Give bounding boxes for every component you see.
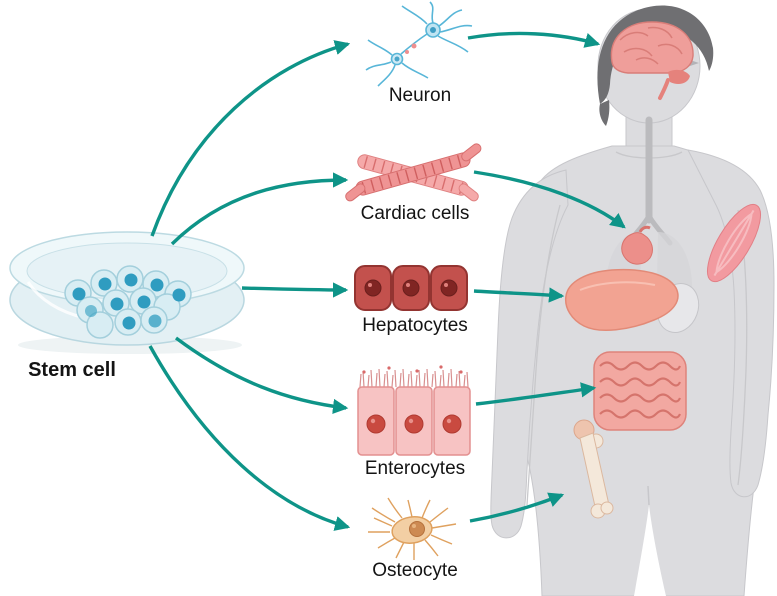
bone-illustration	[573, 419, 614, 519]
enterocytes-illustration	[357, 365, 471, 456]
hepatocytes-label: Hepatocytes	[362, 315, 468, 336]
arrow-stem-to-cardiac	[170, 172, 349, 246]
arrow-enterocytes-to-intestines	[475, 382, 597, 406]
arrow-stem-to-hepatocytes	[241, 282, 349, 298]
intestines-illustration	[593, 351, 687, 431]
neuron-label: Neuron	[388, 85, 452, 106]
enterocytes-label: Enterocytes	[364, 458, 466, 479]
cardiac-cells-illustration	[345, 143, 482, 202]
stem-cell-label: Stem cell	[28, 359, 116, 381]
osteocyte-illustration	[368, 497, 457, 560]
arrow-cardiac-to-heart	[473, 170, 626, 229]
muscle-illustration	[707, 203, 761, 283]
stem-cell-cluster	[64, 265, 192, 339]
liver-illustration	[564, 268, 679, 331]
arrow-neuron-to-brain	[467, 31, 601, 48]
cardiac-cells-label: Cardiac cells	[360, 203, 470, 224]
arrow-hepatocytes-to-liver	[473, 287, 565, 303]
brain-illustration	[610, 21, 694, 100]
neuron-illustration	[365, 1, 473, 87]
petri-dish-illustration	[9, 231, 245, 354]
hepatocytes-illustration	[354, 265, 468, 311]
arrow-osteocyte-to-bone	[469, 492, 565, 523]
osteocyte-label: Osteocyte	[372, 560, 458, 581]
arrow-stem-to-neuron	[150, 40, 351, 237]
arrow-stem-to-enterocytes	[174, 336, 349, 415]
arrows	[148, 31, 626, 531]
human-body-illustration	[490, 5, 775, 596]
arrow-stem-to-osteocyte	[148, 345, 351, 531]
heart-illustration	[621, 225, 653, 265]
